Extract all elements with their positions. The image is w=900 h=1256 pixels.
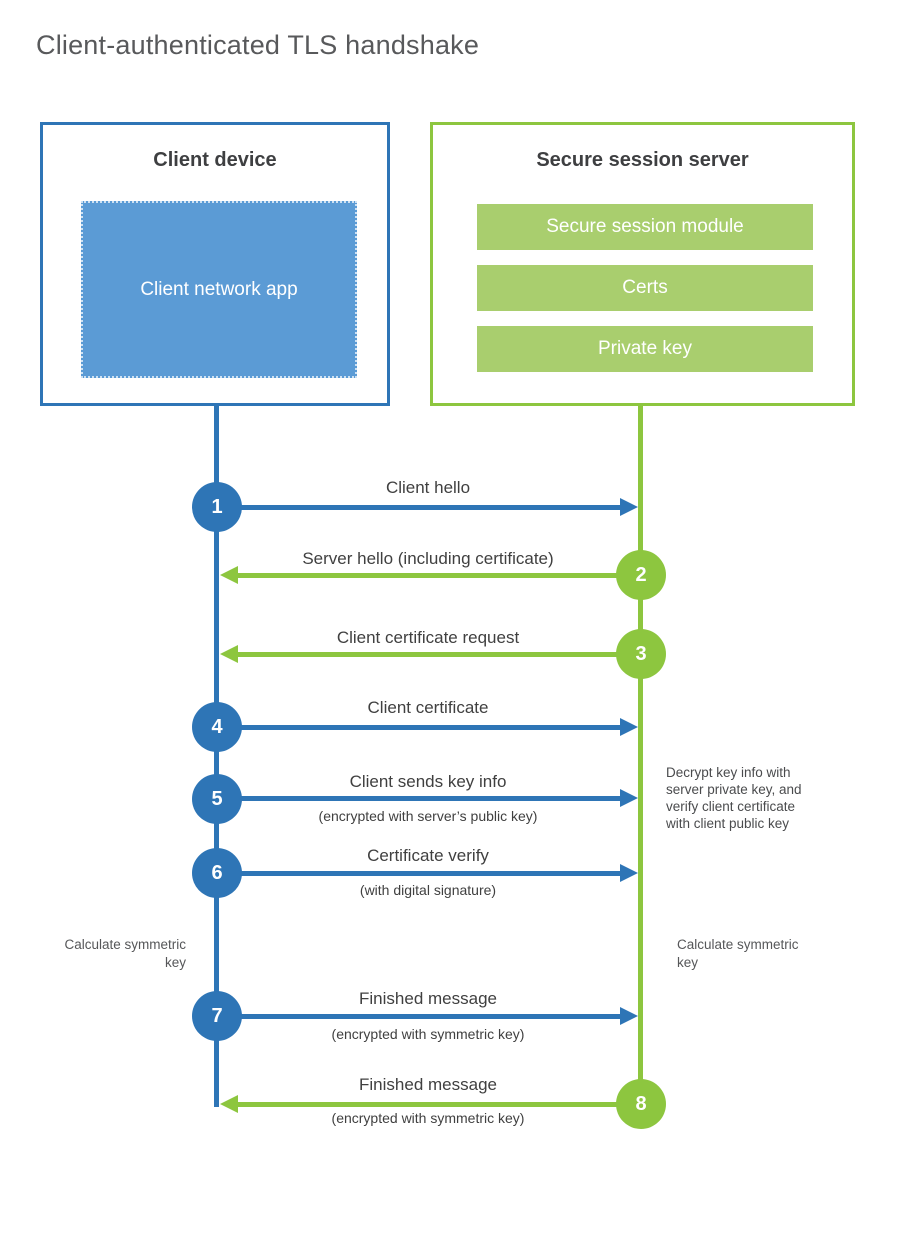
step-5-arrow-right-icon	[240, 789, 638, 807]
step-8-badge: 8	[616, 1079, 666, 1129]
secure-session-server-box: Secure session server Secure session mod…	[430, 122, 855, 406]
client-calculate-symmetric-key-note: Calculate symmetric key	[64, 937, 186, 970]
step-1-label: Client hello	[385, 478, 471, 497]
step-5-sublabel: (encrypted with server’s public key)	[318, 808, 538, 824]
server-calculate-symmetric-key-note: Calculate symmetric key	[677, 937, 799, 970]
arrowhead-icon	[220, 645, 238, 663]
step-6-label: Certificate verify	[367, 846, 489, 865]
arrowhead-icon	[620, 498, 638, 516]
step-2-badge: 2	[616, 550, 666, 600]
step-1-arrow-right-icon	[240, 498, 638, 516]
step-6-badge: 6	[192, 848, 242, 898]
server-decrypt-note: Decrypt key info with server private key…	[666, 765, 802, 831]
step-1-badge: 1	[192, 482, 242, 532]
arrowhead-icon	[620, 789, 638, 807]
client-network-app-box: Client network app	[81, 201, 357, 378]
step-2-label: Server hello (including certificate)	[302, 549, 554, 568]
step-4-arrow-right-icon	[240, 718, 638, 736]
step-7-badge: 7	[192, 991, 242, 1041]
step-8-sublabel: (encrypted with symmetric key)	[331, 1110, 525, 1126]
arrowhead-icon	[220, 566, 238, 584]
step-4-label: Client certificate	[367, 698, 489, 717]
server-module-private-key: Private key	[477, 326, 813, 372]
step-5-label: Client sends key info	[349, 772, 507, 791]
step-8-arrow-left-icon	[220, 1095, 617, 1113]
step-7-sublabel: (encrypted with symmetric key)	[331, 1026, 525, 1042]
step-8-label: Finished message	[359, 1075, 497, 1094]
step-3-arrow-left-icon	[220, 645, 617, 663]
arrowhead-icon	[620, 718, 638, 736]
client-lifeline	[214, 405, 219, 1107]
step-7-arrow-right-icon	[240, 1007, 638, 1025]
arrowhead-icon	[620, 1007, 638, 1025]
arrowhead-icon	[620, 864, 638, 882]
client-device-box: Client device Client network app	[40, 122, 390, 406]
step-2-arrow-left-icon	[220, 566, 617, 584]
client-network-app-label: Client network app	[140, 278, 298, 300]
server-lifeline	[638, 405, 643, 1105]
arrowhead-icon	[220, 1095, 238, 1113]
step-6-sublabel: (with digital signature)	[359, 882, 497, 898]
step-4-badge: 4	[192, 702, 242, 752]
client-device-title: Client device	[153, 149, 277, 171]
step-3-label: Client certificate request	[336, 628, 520, 647]
step-7-label: Finished message	[359, 989, 497, 1008]
secure-session-server-title: Secure session server	[536, 149, 749, 171]
step-6-arrow-right-icon	[240, 864, 638, 882]
page-title: Client-authenticated TLS handshake	[36, 30, 480, 60]
server-module-secure-session-module: Secure session module	[477, 204, 813, 250]
step-5-badge: 5	[192, 774, 242, 824]
step-3-badge: 3	[616, 629, 666, 679]
server-module-certs: Certs	[477, 265, 813, 311]
